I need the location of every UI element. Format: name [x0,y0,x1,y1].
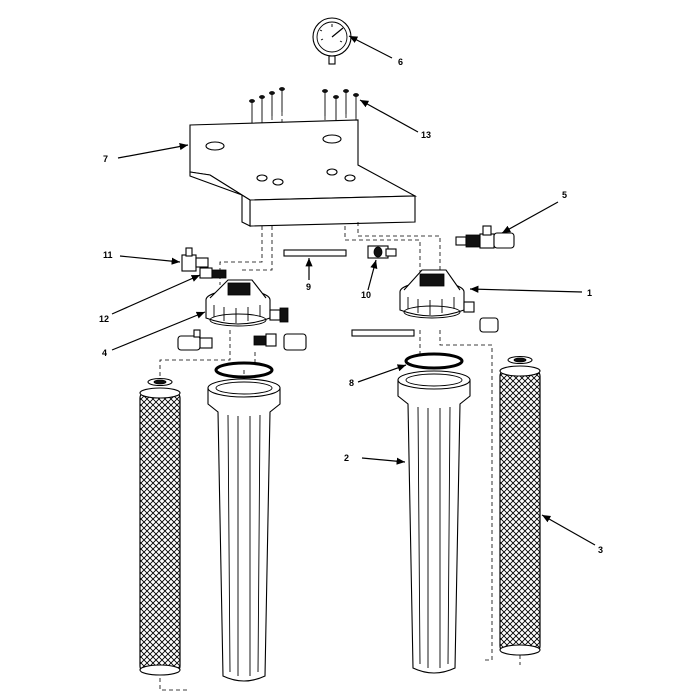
callout-12: 12 [99,314,109,324]
callout-10: 10 [361,290,371,300]
filter-cartridge-right [499,355,541,656]
filter-housing-left [207,378,281,682]
tee-fitting [367,245,397,259]
callout-9: 9 [306,282,311,292]
callout-5: 5 [562,190,567,200]
connector-tube-upper [283,249,347,257]
shutoff-valve [455,225,515,249]
elbow-fitting-lower [253,333,307,351]
callout-leaders [111,35,596,546]
valve-lower-left [177,329,213,351]
callout-3: 3 [598,545,603,555]
filter-head-right [399,269,499,333]
callout-2: 2 [344,453,349,463]
callout-11: 11 [103,250,113,260]
filter-housing-right [397,370,471,674]
mounting-bracket [189,119,418,227]
callout-8: 8 [349,378,354,388]
assembly-guide-lines [159,222,521,691]
valve-upper-left [181,247,209,272]
callout-7: 7 [103,154,108,164]
callout-4: 4 [102,348,107,358]
callout-labels: 1 2 3 4 5 6 7 8 9 10 11 12 13 [99,57,603,555]
callout-6: 6 [398,57,403,67]
callout-1: 1 [587,288,592,298]
filter-cartridge-left [139,377,181,676]
pressure-gauge [312,17,352,65]
filter-head-left [205,279,289,327]
o-ring-right [404,352,464,370]
elbow-fitting [199,267,227,279]
connector-tube-lower [351,329,415,337]
callout-13: 13 [421,130,431,140]
o-ring-left [214,361,274,379]
